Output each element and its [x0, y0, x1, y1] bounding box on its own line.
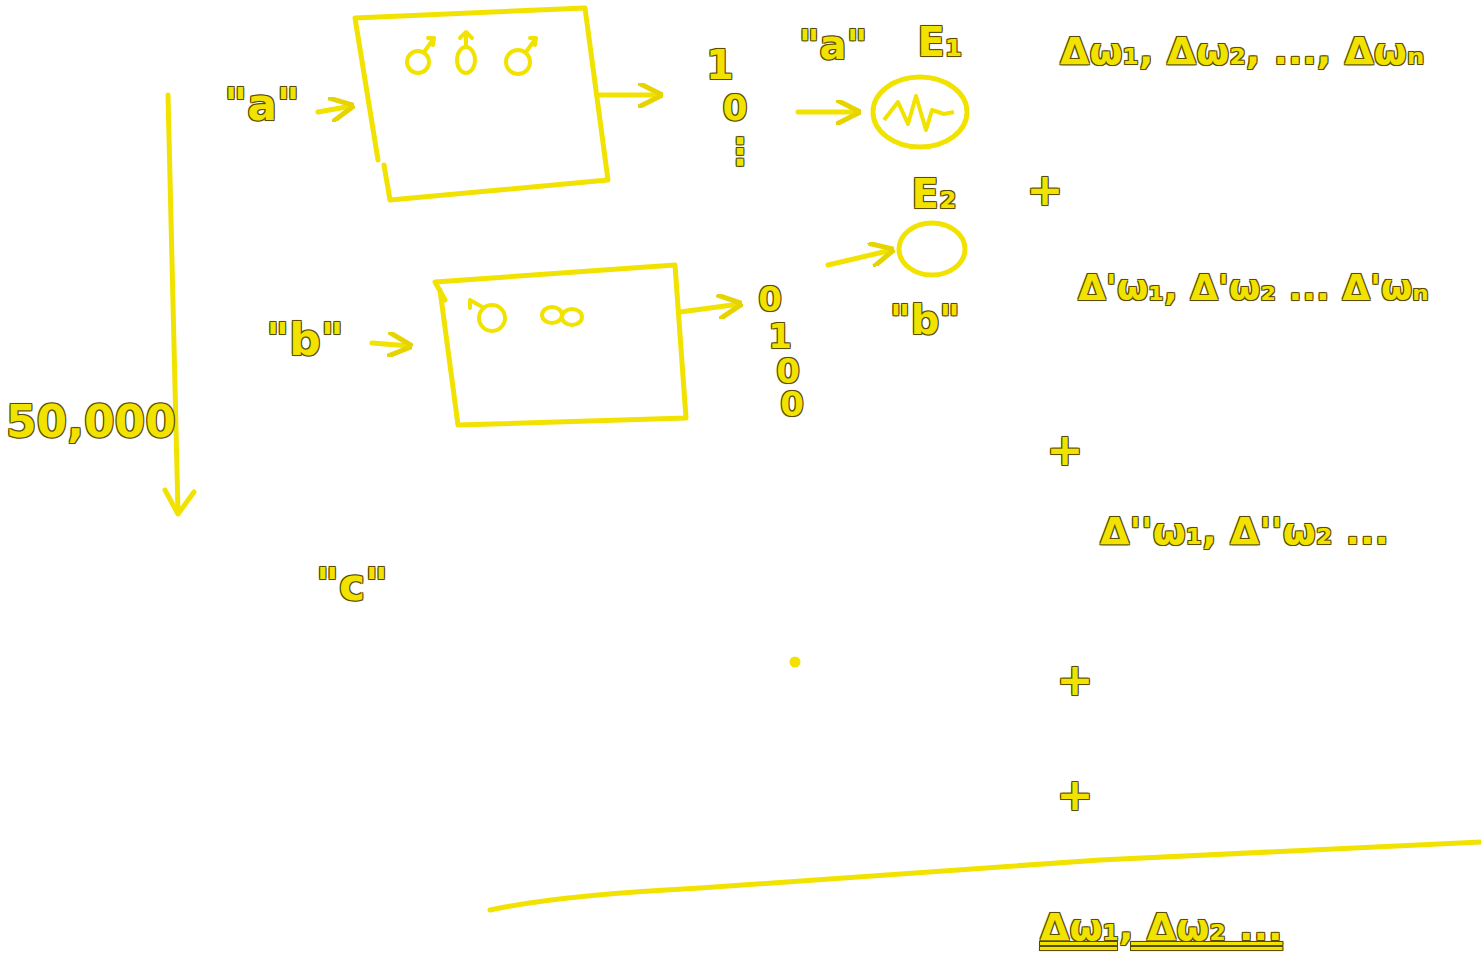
error-label: E₁ [918, 20, 963, 64]
model-box [435, 265, 686, 425]
input-char: "a" [224, 81, 300, 129]
repeat-arrow [168, 95, 178, 512]
error-circle: E₂ [896, 220, 968, 278]
summed-deltas: Δω₁, Δω₂ ... [1040, 907, 1282, 949]
circle-outline [896, 220, 968, 278]
plus-sign: + [1057, 771, 1094, 819]
error-arrow [798, 110, 858, 115]
error-arrow [828, 250, 892, 265]
neuron-doodles [470, 300, 582, 331]
vector-entry: 0 [776, 353, 800, 390]
weight-deltas: Δ''ω₁, Δ''ω₂ ... [1100, 511, 1389, 553]
plus-sign: + [1057, 656, 1094, 704]
input-arrow [318, 106, 352, 112]
weight-deltas: Δω₁, Δω₂, ..., Δωₙ [1060, 31, 1424, 73]
plus-sign: + [1047, 426, 1084, 474]
vector-ellipsis: ⋮ [722, 132, 758, 172]
output-arrow [680, 304, 740, 312]
input-char: "c" [316, 561, 388, 609]
vector-entry: 0 [780, 386, 804, 423]
error-label: E₂ [912, 172, 957, 216]
output-arrow [600, 93, 660, 98]
input-char: "b" [266, 316, 343, 364]
vector-entry: 0 [758, 281, 782, 318]
vector-entry: 1 [768, 318, 792, 355]
error-circle: E₁ [870, 74, 970, 150]
sum-line [490, 842, 1481, 910]
vector-entry: 0 [722, 88, 747, 128]
model-box [355, 8, 608, 200]
repeat-count: 50,000 [6, 398, 176, 446]
weight-deltas: Δ'ω₁, Δ'ω₂ ... Δ'ωₙ [1078, 268, 1429, 308]
vector-entry: 1 [706, 43, 734, 87]
input-arrow [372, 343, 410, 346]
target-char: "a" [799, 23, 868, 67]
neuron-doodles [407, 32, 536, 74]
error-squiggle [884, 96, 954, 130]
repeat-arrowhead [165, 490, 194, 514]
circle-outline [870, 74, 970, 150]
target-char: "b" [890, 298, 960, 342]
plus-sign: + [1027, 166, 1064, 214]
dot [792, 659, 798, 665]
